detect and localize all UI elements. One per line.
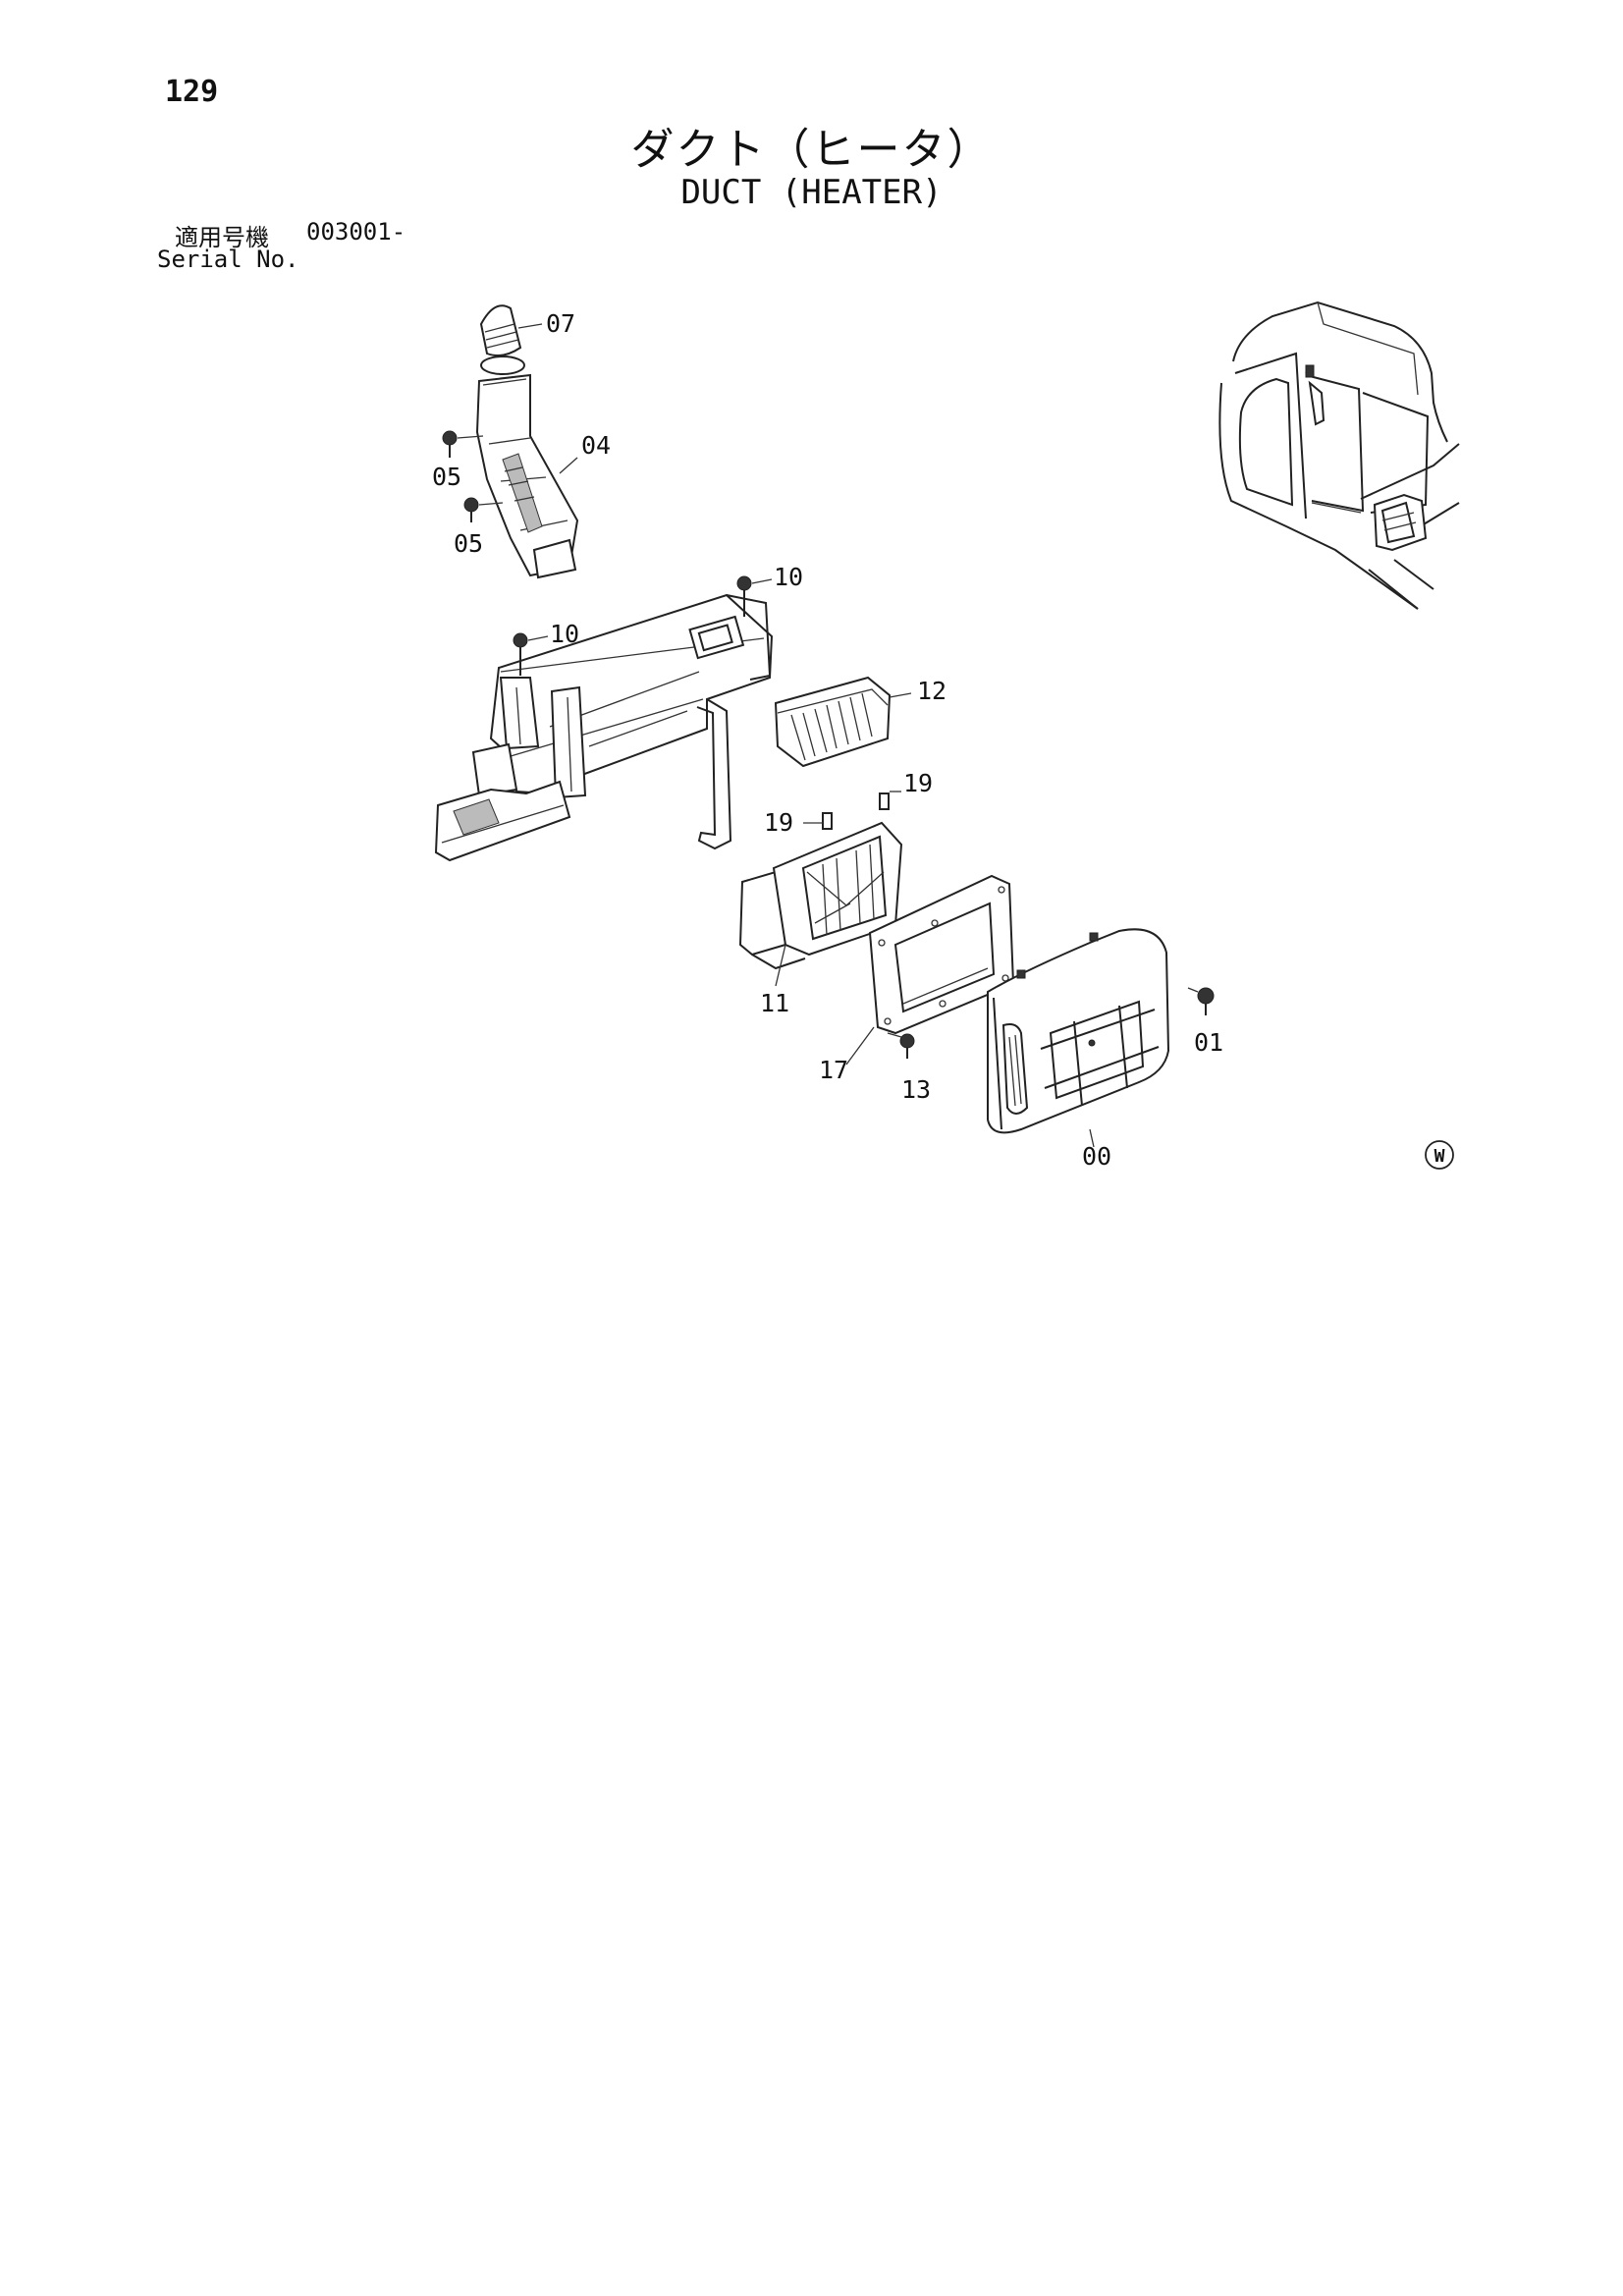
part-11-duct-housing (738, 821, 903, 970)
callout-19-left: 19 (764, 808, 793, 837)
callout-19-right: 19 (903, 769, 933, 797)
callout-01: 01 (1194, 1028, 1223, 1057)
part-19-pin-left (803, 812, 833, 830)
part-12-filter (774, 676, 892, 768)
part-19-pin-right (879, 791, 901, 810)
callout-05-upper: 05 (432, 463, 461, 491)
callout-00: 00 (1082, 1142, 1111, 1171)
part-13-screw (887, 1032, 915, 1059)
callout-10-left: 10 (550, 620, 579, 648)
callout-07: 07 (546, 309, 575, 338)
serial-number-value: 003001- (306, 218, 406, 246)
page-title-japanese: ダクト（ヒータ） (630, 125, 993, 175)
part-10-bolt-left (513, 632, 549, 676)
leader-lines (517, 323, 1095, 1148)
part-00-cover (987, 928, 1170, 1134)
callout-11: 11 (760, 989, 789, 1017)
page-title-english: DUCT (HEATER) (680, 173, 943, 212)
serial-label-japanese: 適用号機 (175, 224, 269, 251)
part-10-bolt-right (736, 575, 773, 617)
callout-17: 17 (819, 1056, 848, 1084)
serial-label-english: Serial No. (157, 246, 299, 273)
cab-location-view (1218, 301, 1460, 610)
callout-13: 13 (901, 1075, 931, 1104)
callout-12: 12 (917, 677, 947, 705)
part-05-screw-lower (463, 497, 504, 522)
part-04-upper-duct (475, 373, 579, 579)
part-05-screw-upper (442, 430, 484, 458)
callout-04: 04 (581, 431, 611, 460)
mark-letter: W (1434, 1146, 1445, 1167)
circled-w-mark: W (1425, 1140, 1454, 1170)
part-01-bolt (1187, 987, 1215, 1015)
page-number: 129 (165, 75, 219, 109)
main-duct-frame-assembly (434, 593, 774, 862)
callout-10-right: 10 (774, 563, 803, 591)
part-07-vent-nozzle (479, 304, 525, 375)
callout-05-lower: 05 (454, 529, 483, 558)
